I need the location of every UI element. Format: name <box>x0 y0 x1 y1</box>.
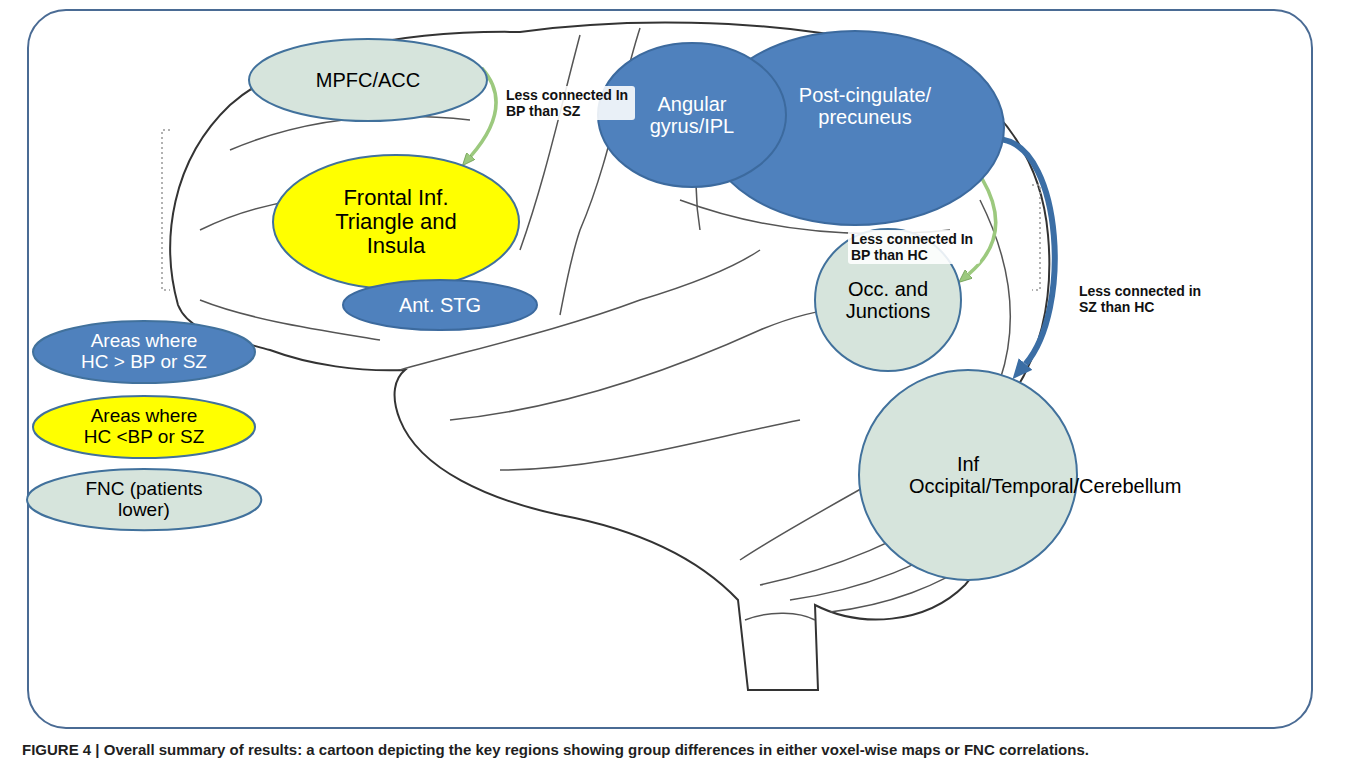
text-group: Post-cingulate/ precuneus <box>780 84 950 128</box>
region-label: Areas where HC > BP or SZ <box>75 331 213 373</box>
bracket <box>1032 185 1040 290</box>
edge-label: Less connected In BP than SZ <box>506 87 632 119</box>
region-ellipse: Frontal Inf. Triangle and Insula <box>272 154 520 290</box>
text-group: Occ. and Junctions <box>838 278 938 322</box>
region-label: Ant. STG <box>399 294 481 316</box>
legend-entry: FNC (patients lower) <box>26 468 262 531</box>
ellipse-shape <box>249 39 487 121</box>
ellipse-shape <box>859 370 1077 580</box>
text-group: Inf Occipital/Temporal/Cerebellum <box>909 453 1027 497</box>
legend-entry: Areas where HC <BP or SZ <box>32 395 256 459</box>
region-label: Inf Occipital/Temporal/Cerebellum <box>909 453 1027 497</box>
edge-label-patch: Less connected In BP than SZ <box>503 86 635 120</box>
text-group: Areas where HC > BP or SZ <box>75 331 213 373</box>
region-label: Post-cingulate/ precuneus <box>780 84 950 128</box>
ellipse-shape <box>343 280 537 330</box>
region-label: Areas where HC <BP or SZ <box>75 406 213 448</box>
edge-label-patch: Less connected In BP than HC <box>848 230 980 264</box>
region-ellipse: Inf Occipital/Temporal/Cerebellum <box>858 369 1078 581</box>
region-ellipse: Ant. STG <box>342 279 538 331</box>
text-group: MPFC/ACC <box>316 69 420 91</box>
edge-label: Less connected in SZ than HC <box>1079 283 1205 315</box>
edge-label: Less connected In BP than HC <box>851 231 977 263</box>
region-ellipse: MPFC/ACC <box>248 38 488 122</box>
text-group: Frontal Inf. Triangle and Insula <box>321 186 471 259</box>
region-label: Occ. and Junctions <box>838 278 938 322</box>
ellipse-shape <box>273 155 519 289</box>
region-label: Angular gyrus/IPL <box>637 93 747 137</box>
brain-outline <box>170 23 1049 690</box>
figure-caption: FIGURE 4 | Overall summary of results: a… <box>22 741 1342 760</box>
frame <box>28 10 1312 728</box>
region-label: Frontal Inf. Triangle and Insula <box>321 186 471 259</box>
ellipse-shape <box>706 31 1004 225</box>
bracket <box>162 130 170 290</box>
legend-entry: Areas where HC > BP or SZ <box>32 320 256 384</box>
region-label: MPFC/ACC <box>316 69 420 91</box>
edge-label-patch: Less connected in SZ than HC <box>1076 282 1208 316</box>
text-group: FNC (patients lower) <box>71 479 216 521</box>
connector-arrow <box>1003 140 1055 364</box>
caption-box: FIGURE 4 | Overall summary of results: a… <box>22 741 1342 760</box>
text-group: Ant. STG <box>399 294 481 316</box>
ellipse-shape <box>33 396 255 458</box>
region-label: FNC (patients lower) <box>71 479 216 521</box>
text-group: Areas where HC <BP or SZ <box>75 406 213 448</box>
ellipse-shape <box>33 321 255 383</box>
text-group: Angular gyrus/IPL <box>637 93 747 137</box>
ellipse-shape <box>27 469 261 530</box>
